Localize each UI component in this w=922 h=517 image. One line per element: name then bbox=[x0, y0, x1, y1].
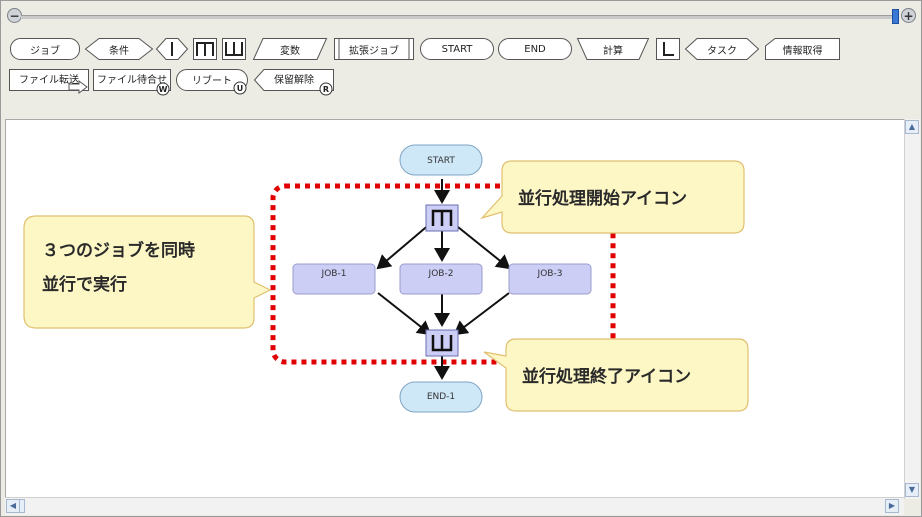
svg-text:JOB-1: JOB-1 bbox=[321, 269, 347, 279]
callout-left-line2: 並行で実行 bbox=[42, 275, 127, 295]
scroll-left-button[interactable]: ◀ bbox=[6, 499, 20, 513]
svg-text:R: R bbox=[323, 85, 329, 94]
palette-l-icon[interactable] bbox=[656, 38, 680, 60]
palette-condition[interactable]: 条件 bbox=[84, 38, 154, 60]
palette-info-get[interactable]: 情報取得 bbox=[765, 38, 840, 60]
callout-bottom-right-text: 並行処理終了アイコン bbox=[522, 367, 692, 387]
svg-text:JOB-3: JOB-3 bbox=[537, 269, 563, 279]
palette-task[interactable]: タスク bbox=[684, 38, 760, 60]
palette-file-transfer[interactable]: ファイル転送 bbox=[9, 69, 89, 94]
callout-top-right-text: 並行処理開始アイコン bbox=[518, 189, 688, 209]
palette-end[interactable]: END bbox=[498, 38, 572, 60]
horizontal-scrollbar[interactable]: ◀ ▶ bbox=[5, 497, 904, 515]
parallel-end-node-icon[interactable] bbox=[425, 329, 459, 357]
palette-reboot[interactable]: U リブート bbox=[176, 69, 248, 95]
palette-loop-icon[interactable] bbox=[155, 38, 189, 60]
connector bbox=[453, 292, 510, 336]
scroll-up-button[interactable]: ▲ bbox=[905, 120, 919, 134]
flow-job-2[interactable]: JOB-2 bbox=[399, 263, 483, 295]
palette-hold-release[interactable]: R 保留解除 bbox=[253, 69, 334, 96]
svg-text:JOB-2: JOB-2 bbox=[428, 269, 454, 279]
flow-start-node[interactable]: START bbox=[399, 144, 483, 176]
flow-canvas[interactable]: START JOB-1 JOB-2 JOB-3 bbox=[5, 119, 906, 499]
callout-bottom-right bbox=[483, 338, 749, 412]
svg-text:U: U bbox=[237, 84, 244, 93]
palette-extended-job[interactable]: 拡張ジョブ bbox=[334, 38, 414, 60]
zoom-in-button[interactable]: + bbox=[901, 8, 916, 23]
zoom-out-button[interactable]: − bbox=[7, 8, 22, 23]
palette-start[interactable]: START bbox=[420, 38, 494, 60]
horizontal-scroll-thumb[interactable] bbox=[19, 499, 25, 513]
flow-job-3[interactable]: JOB-3 bbox=[508, 263, 592, 295]
parallel-start-node-icon[interactable] bbox=[425, 204, 459, 232]
connector bbox=[452, 222, 511, 270]
parallel-end-icon[interactable] bbox=[222, 38, 246, 60]
svg-text:W: W bbox=[159, 85, 168, 94]
zoom-slider-thumb[interactable] bbox=[892, 9, 899, 24]
scroll-down-button[interactable]: ▼ bbox=[905, 483, 919, 497]
callout-left bbox=[23, 215, 272, 329]
parallel-start-icon[interactable] bbox=[193, 38, 217, 60]
connector bbox=[377, 292, 432, 336]
flow-job-1[interactable]: JOB-1 bbox=[292, 263, 376, 295]
flow-end-node[interactable]: END-1 bbox=[399, 381, 483, 413]
connector bbox=[376, 222, 432, 270]
callout-top-right bbox=[480, 160, 745, 234]
zoom-slider-track[interactable] bbox=[21, 15, 897, 19]
vertical-scrollbar[interactable]: ▲ ▼ bbox=[904, 119, 920, 499]
callout-left-line1: ３つのジョブを同時 bbox=[42, 241, 195, 261]
palette-variable[interactable]: 変数 bbox=[252, 38, 328, 60]
scroll-right-button[interactable]: ▶ bbox=[885, 499, 899, 513]
svg-text:START: START bbox=[427, 156, 455, 166]
palette-calc[interactable]: 計算 bbox=[576, 38, 650, 60]
icon-palette: ジョブ 条件 変数 拡張ジョブ START END bbox=[1, 27, 921, 119]
palette-file-wait[interactable]: W ファイル待合せ bbox=[93, 69, 171, 96]
svg-text:END-1: END-1 bbox=[427, 392, 455, 402]
palette-job[interactable]: ジョブ bbox=[10, 38, 80, 60]
